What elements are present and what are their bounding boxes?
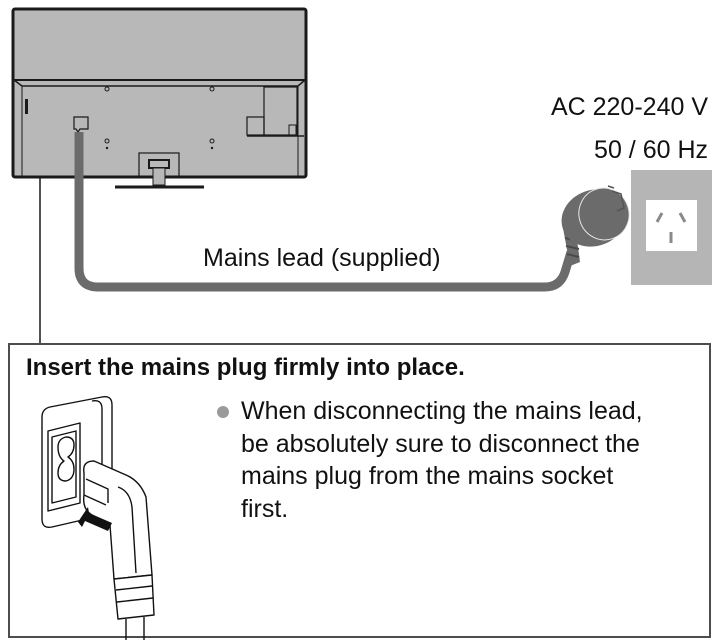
insert-arrow-icon: [78, 507, 112, 531]
bullet-line: mains plug from the mains socket: [241, 462, 614, 490]
mains-lead-cable: [74, 132, 576, 292]
bullet-icon: [217, 406, 229, 418]
frequency-spec: 50 / 60 Hz: [594, 136, 708, 164]
instruction-title: Insert the mains plug firmly into place.: [26, 354, 465, 381]
bullet-line: first.: [241, 494, 289, 523]
voltage-spec: AC 220-240 V: [550, 93, 708, 121]
wall-socket-icon: [631, 170, 712, 285]
mains-lead-label: Mains lead (supplied): [203, 244, 441, 272]
instruction-box: Insert the mains plug firmly into place.: [8, 343, 711, 640]
bullet-line: When disconnecting the mains lead,: [241, 397, 643, 425]
plug-icon: [561, 185, 630, 266]
bullet-line: be absolutely sure to disconnect the: [241, 429, 640, 458]
bullet-text: When disconnecting the mains lead, be ab…: [241, 395, 701, 525]
tv-rear-icon: [11, 7, 308, 189]
ac-inlet-closeup-icon: [41, 395, 155, 640]
